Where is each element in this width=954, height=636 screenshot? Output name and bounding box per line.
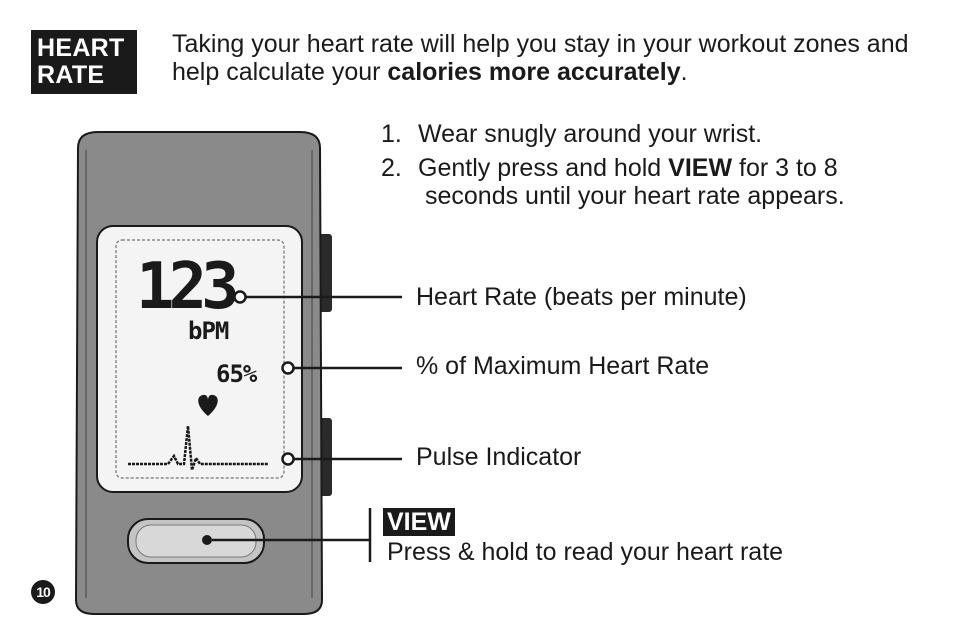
intro-text: Taking your heart rate will help you sta…	[172, 30, 909, 86]
badge-line-rate: RATE	[37, 61, 105, 89]
step-1: 1. Wear snugly around your wrist.	[381, 120, 941, 148]
callout-dot-view	[202, 535, 212, 545]
heart-rate-digits: 123	[136, 250, 236, 324]
callout-label-pulse: Pulse Indicator	[416, 443, 582, 471]
view-description: Press & hold to read your heart rate	[387, 538, 784, 566]
callout-dot-heart-rate	[233, 290, 247, 304]
callout-dot-pulse	[281, 452, 295, 466]
screen-area	[115, 239, 285, 479]
intro-bold: calories more accurately	[387, 58, 681, 86]
page-number: 10	[31, 580, 55, 604]
step-2: 2. Gently press and hold VIEW for 3 to 8…	[381, 154, 941, 210]
badge-line-heart: HEART	[37, 34, 125, 62]
screen-bezel	[96, 225, 303, 493]
percent-max-value: 65%	[216, 360, 258, 388]
callout-dot-max-hr	[281, 361, 295, 375]
pulse-waveform-icon	[128, 425, 268, 471]
bpm-unit: bPM	[188, 317, 229, 345]
intro-paragraph: Taking your heart rate will help you sta…	[172, 30, 932, 86]
callout-label-heart-rate: Heart Rate (beats per minute)	[416, 283, 747, 311]
instruction-steps: 1. Wear snugly around your wrist. 2. Gen…	[381, 120, 941, 216]
section-badge: HEART RATE	[31, 30, 137, 94]
intro-end: .	[680, 58, 688, 86]
step-text-end: for 3 to 8	[732, 154, 838, 182]
heart-icon	[198, 394, 218, 416]
step-number: 2.	[381, 154, 402, 182]
callout-label-max-hr: % of Maximum Heart Rate	[416, 352, 710, 380]
step-text: Wear snugly around your wrist.	[418, 120, 763, 148]
step-text: Gently press and hold	[418, 154, 669, 182]
step-bold: VIEW	[668, 154, 733, 182]
step-number: 1.	[381, 120, 402, 148]
view-badge: VIEW	[383, 508, 455, 536]
step-continuation: seconds until your heart rate appears.	[425, 182, 845, 210]
